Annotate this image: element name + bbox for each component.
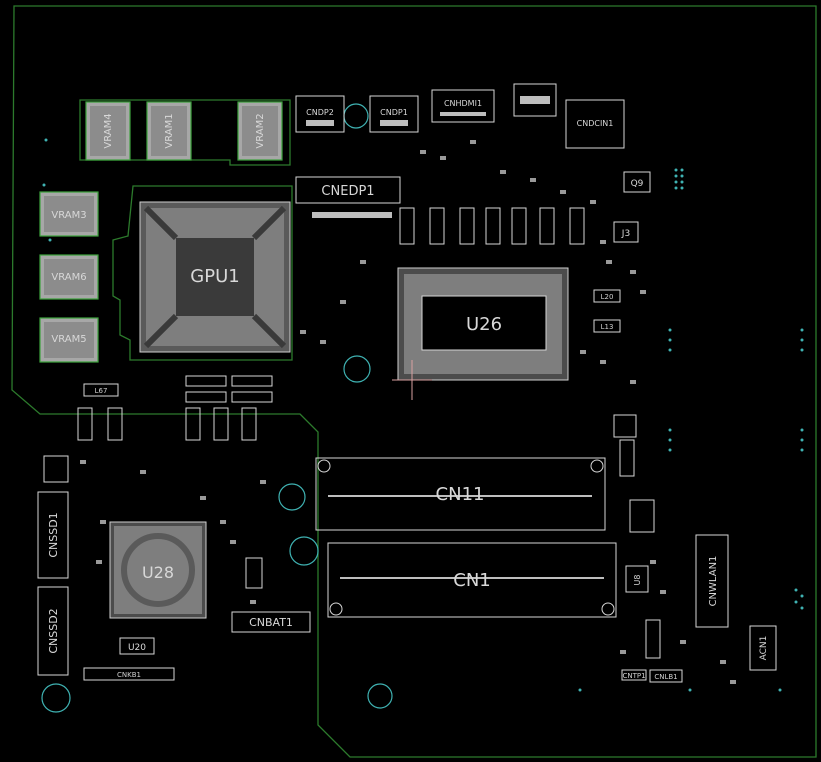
cnbat1-connector[interactable]: CNBAT1 bbox=[231, 611, 311, 633]
u26-package[interactable]: U26 bbox=[397, 267, 569, 381]
cnssd1-label: CNSSD1 bbox=[47, 512, 60, 557]
cnkb1-connector[interactable]: CNKB1 bbox=[83, 667, 175, 681]
vram4-label: VRAM4 bbox=[103, 113, 114, 148]
u28-package[interactable]: U28 bbox=[109, 521, 207, 619]
board-outline bbox=[11, 5, 817, 758]
u26-label: U26 bbox=[466, 314, 502, 335]
vram6-label: VRAM6 bbox=[51, 272, 86, 283]
cntp1-connector[interactable]: CNTP1 bbox=[621, 669, 647, 681]
cnlb1-label: CNLB1 bbox=[654, 673, 677, 681]
cnedp1-connector[interactable]: CNEDP1 bbox=[295, 176, 401, 218]
pad-clusters bbox=[80, 140, 736, 684]
vram4-chip[interactable]: VRAM4 bbox=[85, 101, 131, 161]
u20-label: U20 bbox=[128, 643, 146, 653]
cnbat1-label: CNBAT1 bbox=[249, 616, 293, 629]
cnssd1-connector[interactable]: CNSSD1 bbox=[37, 491, 69, 579]
cnssd2-label: CNSSD2 bbox=[47, 608, 60, 653]
u8-chip[interactable]: U8 bbox=[625, 565, 649, 593]
gpu1-label: GPU1 bbox=[190, 266, 239, 287]
cnwlan1-label: CNWLAN1 bbox=[708, 556, 719, 607]
vram1-label: VRAM1 bbox=[164, 113, 175, 148]
vram-top-outline bbox=[79, 99, 291, 166]
vram6-chip[interactable]: VRAM6 bbox=[39, 254, 99, 300]
cursor-crosshair bbox=[392, 360, 432, 400]
via-rows bbox=[42, 138, 804, 692]
l13-label: L13 bbox=[601, 323, 614, 331]
cnhdmi1-connector[interactable]: CNHDMI1 bbox=[431, 89, 495, 123]
u20-chip[interactable]: U20 bbox=[119, 637, 155, 655]
vram2-chip[interactable]: VRAM2 bbox=[237, 101, 283, 161]
gpu1-package[interactable]: GPU1 bbox=[139, 201, 291, 353]
cntp1-label: CNTP1 bbox=[622, 672, 645, 680]
cndp2-connector[interactable]: CNDP2 bbox=[295, 95, 345, 133]
cndp1-connector[interactable]: CNDP1 bbox=[369, 95, 419, 133]
cndcin1-connector[interactable]: CNDCIN1 bbox=[565, 99, 625, 149]
cnlb1-connector[interactable]: CNLB1 bbox=[649, 669, 683, 683]
l67-inductor[interactable]: L67 bbox=[83, 383, 119, 397]
u8-label: U8 bbox=[633, 575, 642, 586]
l67-label: L67 bbox=[95, 387, 108, 395]
vram1-chip[interactable]: VRAM1 bbox=[146, 101, 192, 161]
vrm-inductors bbox=[43, 207, 661, 659]
cndp1-label: CNDP1 bbox=[380, 108, 408, 117]
vram5-label: VRAM5 bbox=[51, 334, 86, 345]
q9-label: Q9 bbox=[631, 179, 644, 189]
vram5-chip[interactable]: VRAM5 bbox=[39, 317, 99, 363]
j3-jumper[interactable]: J3 bbox=[613, 221, 639, 243]
gpu-keepout-outline bbox=[112, 185, 293, 361]
l20-label: L20 bbox=[601, 293, 614, 301]
cn11-slot[interactable]: CN11 bbox=[315, 457, 606, 531]
cndp2-label: CNDP2 bbox=[306, 108, 334, 117]
acn1-label: ACN1 bbox=[759, 636, 769, 661]
l13-inductor[interactable]: L13 bbox=[593, 319, 621, 333]
u28-label: U28 bbox=[142, 563, 174, 582]
cnwlan1-connector[interactable]: CNWLAN1 bbox=[695, 534, 729, 628]
cnedp1-label: CNEDP1 bbox=[321, 184, 374, 199]
j3-label: J3 bbox=[621, 229, 630, 239]
vram2-label: VRAM2 bbox=[255, 113, 266, 148]
acn1-connector[interactable]: ACN1 bbox=[749, 625, 777, 671]
vram3-label: VRAM3 bbox=[51, 210, 86, 221]
cn11-label: CN11 bbox=[436, 484, 485, 505]
cnkb1-label: CNKB1 bbox=[117, 671, 141, 679]
l20-inductor[interactable]: L20 bbox=[593, 289, 621, 303]
cn1-slot[interactable]: CN1 bbox=[327, 542, 617, 618]
q9-chip[interactable]: Q9 bbox=[623, 171, 651, 193]
cn1-label: CN1 bbox=[453, 570, 491, 591]
cnssd2-connector[interactable]: CNSSD2 bbox=[37, 586, 69, 676]
vram3-chip[interactable]: VRAM3 bbox=[39, 191, 99, 237]
cndcin1-label: CNDCIN1 bbox=[577, 119, 614, 128]
usb-connector[interactable] bbox=[513, 83, 557, 117]
cnhdmi1-label: CNHDMI1 bbox=[444, 99, 482, 108]
